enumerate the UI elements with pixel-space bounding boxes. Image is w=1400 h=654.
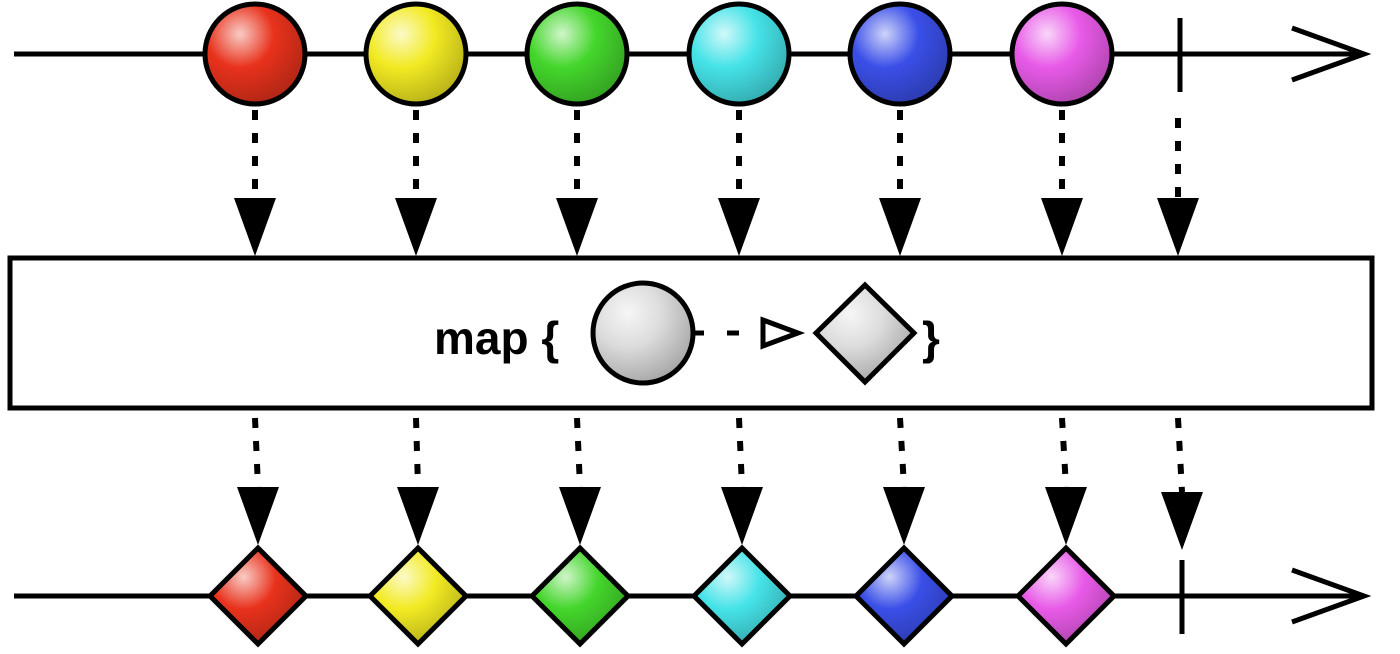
source-marble-6	[1009, 1, 1115, 107]
connector-out-6	[1045, 417, 1087, 545]
result-marble-5	[852, 544, 956, 648]
operator-arrow-icon	[760, 316, 806, 350]
connector-out-4	[721, 417, 763, 545]
connector-out-1	[237, 417, 279, 545]
connector-in-5	[879, 110, 921, 256]
result-marble-2	[366, 544, 470, 648]
source-marble-5	[847, 1, 953, 107]
result-marbles	[206, 544, 1118, 648]
connector-in-2	[395, 110, 437, 256]
source-timeline-arrowhead	[1291, 25, 1372, 83]
operator-output-diamond	[812, 281, 918, 386]
completion-markers	[1177, 18, 1185, 634]
connector-out-completion	[1161, 417, 1203, 550]
connector-out-5	[883, 417, 925, 545]
connector-in-4	[718, 110, 760, 256]
result-marble-4	[690, 544, 794, 648]
connector-in-3	[556, 110, 598, 256]
source-marbles	[202, 1, 1115, 107]
result-marble-1	[206, 544, 310, 648]
source-marble-2	[363, 1, 469, 107]
result-marble-3	[528, 544, 632, 648]
connector-out-2	[397, 417, 439, 545]
source-marble-4	[686, 1, 792, 107]
connector-in-1	[234, 110, 276, 256]
connector-out-3	[559, 417, 601, 545]
connectors	[234, 110, 1203, 550]
connector-in-completion	[1157, 118, 1199, 256]
operator-close: }	[922, 312, 940, 364]
connector-in-6	[1041, 110, 1083, 256]
source-marble-1	[202, 1, 308, 107]
result-timeline-arrowhead	[1291, 567, 1372, 625]
operator-box: map { }	[7, 255, 1375, 411]
operator-label: map {	[434, 312, 559, 364]
result-marble-6	[1014, 544, 1118, 648]
operator-input-circle	[590, 280, 696, 386]
source-marble-3	[524, 1, 630, 107]
